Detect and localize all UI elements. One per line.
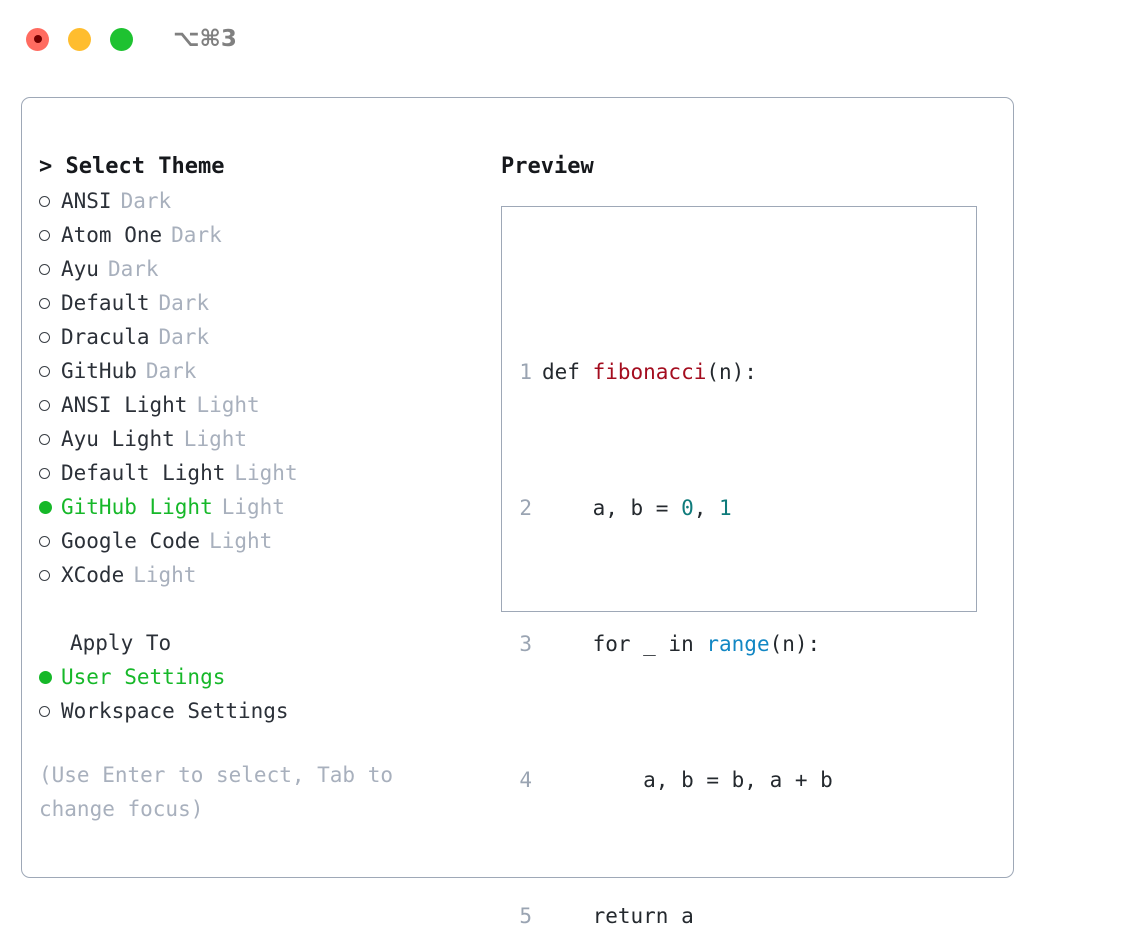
- theme-label: ANSI Light: [61, 393, 188, 417]
- radio-unselected-icon[interactable]: [39, 331, 61, 343]
- radio-unselected-icon[interactable]: [39, 297, 61, 309]
- theme-label: Ayu Light: [61, 427, 175, 451]
- code-token-builtin: range: [706, 632, 770, 656]
- line-number: 5: [519, 904, 532, 928]
- code-token: ,: [693, 496, 720, 520]
- code-line: 3 for _ in range(n):: [518, 627, 858, 661]
- code-token: for _ in: [542, 632, 707, 656]
- preview-heading: Preview: [501, 154, 594, 179]
- theme-label: XCode: [61, 563, 125, 587]
- radio-selected-icon[interactable]: [39, 670, 61, 684]
- radio-unselected-icon[interactable]: [39, 467, 61, 479]
- keyboard-hint-text: (Use Enter to select, Tab to change focu…: [39, 763, 394, 821]
- close-window-button[interactable]: [26, 27, 49, 51]
- theme-label: Default: [61, 291, 150, 315]
- code-token-number: 0: [681, 496, 694, 520]
- theme-option-ansi-dark[interactable]: ANSI Dark: [39, 184, 489, 218]
- theme-label: Dracula: [61, 325, 150, 349]
- theme-option-dracula-dark[interactable]: Dracula Dark: [39, 320, 489, 354]
- keyboard-shortcut-label: ⌥⌘3: [173, 26, 237, 52]
- apply-to-label: Workspace Settings: [61, 699, 289, 723]
- radio-unselected-icon[interactable]: [39, 365, 61, 377]
- theme-option-default-light[interactable]: Default Light Light: [39, 456, 489, 490]
- select-theme-heading: > Select Theme: [39, 150, 489, 184]
- theme-option-ayu-light[interactable]: Ayu Light Light: [39, 422, 489, 456]
- radio-unselected-icon[interactable]: [39, 433, 61, 445]
- panel-columns: > Select Theme ANSI Dark Atom One Dark A…: [22, 98, 1013, 928]
- title-bar: ⌥⌘3: [0, 0, 1140, 78]
- theme-label: Atom One: [61, 223, 163, 247]
- theme-tag: Light: [183, 427, 248, 451]
- theme-option-ansi-light[interactable]: ANSI Light Light: [39, 388, 489, 422]
- radio-unselected-icon[interactable]: [39, 705, 61, 717]
- theme-option-ayu-dark[interactable]: Ayu Dark: [39, 252, 489, 286]
- radio-unselected-icon[interactable]: [39, 229, 61, 241]
- minimize-window-button[interactable]: [68, 27, 91, 51]
- theme-tag: Light: [133, 563, 197, 587]
- radio-unselected-icon[interactable]: [39, 399, 61, 411]
- theme-tag: Light: [221, 495, 285, 519]
- code-token-number: 1: [719, 496, 732, 520]
- theme-label: Google Code: [61, 529, 201, 553]
- theme-label: ANSI: [61, 189, 112, 213]
- section-spacer: [39, 592, 489, 626]
- code-token: def: [542, 360, 593, 384]
- theme-label: GitHub Light: [61, 495, 213, 519]
- theme-option-github-dark[interactable]: GitHub Dark: [39, 354, 489, 388]
- line-number: 4: [519, 768, 532, 792]
- theme-label: Default Light: [61, 461, 226, 485]
- code-line: 5 return a: [518, 899, 858, 933]
- code-token: return a: [542, 904, 694, 928]
- window-controls: [26, 27, 133, 51]
- code-line: 1 def fibonacci(n):: [518, 355, 858, 389]
- theme-picker-column: > Select Theme ANSI Dark Atom One Dark A…: [39, 150, 489, 826]
- code-line: 2 a, b = 0, 1: [518, 491, 858, 525]
- theme-option-default-dark[interactable]: Default Dark: [39, 286, 489, 320]
- code-token: a, b = b, a + b: [542, 768, 833, 792]
- theme-tag: Dark: [120, 189, 172, 213]
- code-token: (n):: [769, 632, 821, 656]
- radio-unselected-icon[interactable]: [39, 263, 61, 275]
- radio-selected-icon[interactable]: [39, 500, 61, 514]
- theme-option-google-code[interactable]: Google Code Light: [39, 524, 489, 558]
- theme-label: Ayu: [61, 257, 99, 281]
- apply-to-option-user-settings[interactable]: User Settings: [39, 660, 489, 694]
- apply-to-label: User Settings: [61, 665, 226, 689]
- theme-label: GitHub: [61, 359, 137, 383]
- line-number: 2: [519, 496, 532, 520]
- theme-option-xcode[interactable]: XCode Light: [39, 558, 489, 592]
- code-line: 4 a, b = b, a + b: [518, 763, 858, 797]
- maximize-window-button[interactable]: [110, 27, 133, 51]
- apply-to-heading: Apply To: [70, 631, 172, 655]
- theme-option-github-light[interactable]: GitHub Light Light: [39, 490, 489, 524]
- theme-tag: Dark: [158, 325, 210, 349]
- theme-tag: Dark: [107, 257, 159, 281]
- theme-option-atom-one-dark[interactable]: Atom One Dark: [39, 218, 489, 252]
- line-number: 3: [519, 632, 532, 656]
- theme-tag: Dark: [171, 223, 222, 247]
- select-theme-heading-text: Select Theme: [65, 154, 225, 179]
- theme-tag: Light: [234, 461, 298, 485]
- prompt-caret: >: [39, 154, 66, 179]
- theme-tag: Light: [209, 529, 273, 553]
- radio-unselected-icon[interactable]: [39, 535, 61, 547]
- radio-unselected-icon[interactable]: [39, 195, 61, 207]
- code-token-function-name: fibonacci: [592, 360, 707, 384]
- theme-tag: Dark: [145, 359, 197, 383]
- code-token: a, b =: [542, 496, 682, 520]
- apply-to-option-workspace-settings[interactable]: Workspace Settings: [39, 694, 489, 728]
- code-token: (n):: [706, 360, 757, 384]
- line-number: 1: [519, 360, 532, 384]
- radio-unselected-icon[interactable]: [39, 569, 61, 581]
- main-panel: > Select Theme ANSI Dark Atom One Dark A…: [21, 97, 1014, 928]
- theme-tag: Dark: [158, 291, 210, 315]
- theme-tag: Light: [196, 393, 260, 417]
